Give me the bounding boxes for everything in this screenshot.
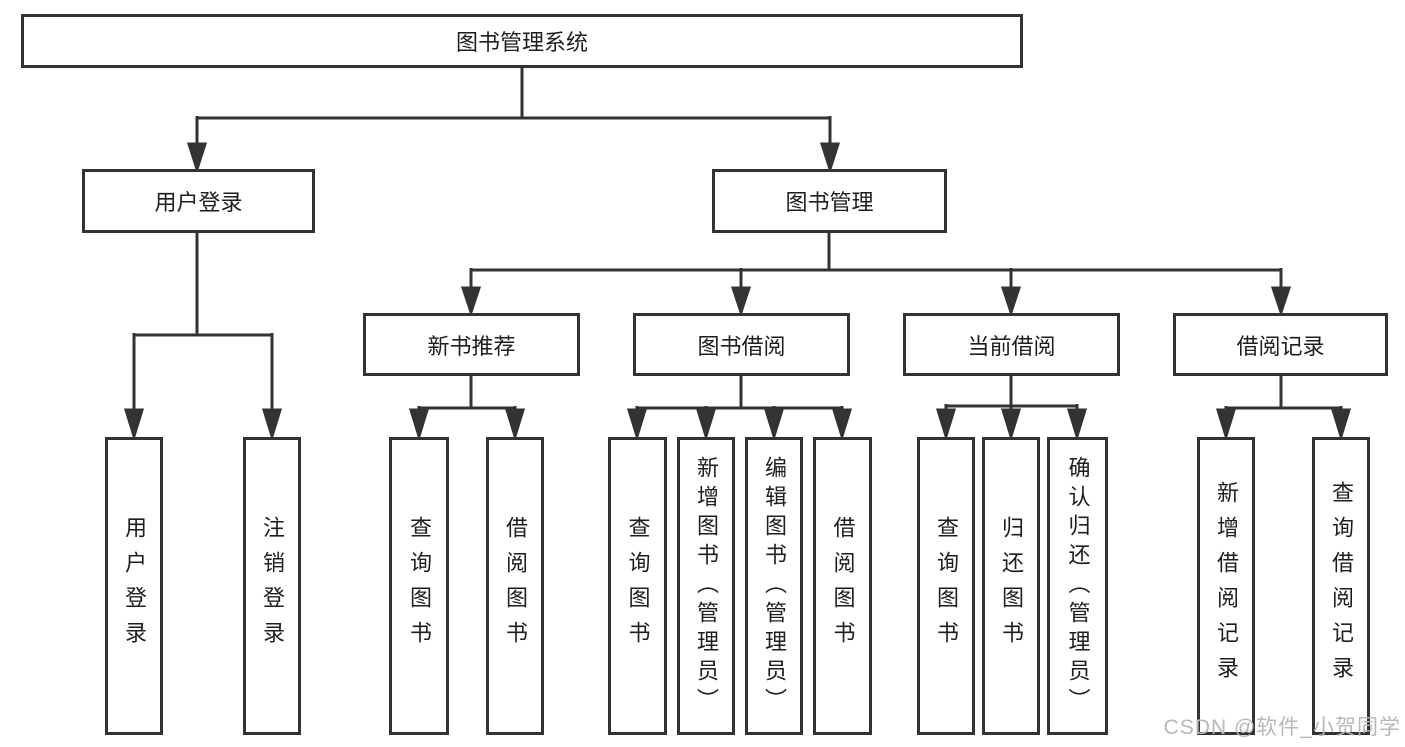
node-new-book-recommend: 新书推荐 — [363, 313, 580, 376]
leaf-bb-query-books: 查询图书 — [608, 437, 667, 735]
leaf-logout: 注销登录 — [243, 437, 301, 735]
leaf-br-query-record: 查询借阅记录 — [1312, 437, 1370, 735]
leaf-cb-confirm-return-admin: 确认归还（管理员） — [1047, 437, 1108, 735]
node-book-management-label: 图书管理 — [785, 190, 874, 215]
node-current-borrow-label: 当前借阅 — [967, 333, 1056, 359]
leaf-bb-edit-book-admin-label: 编辑图书（管理员） — [762, 455, 787, 717]
node-new-book-recommend-label: 新书推荐 — [427, 333, 516, 359]
leaf-bb-borrow-books-label: 借阅图书 — [830, 516, 856, 656]
leaf-nbr-borrow-books: 借阅图书 — [486, 437, 544, 735]
node-current-borrow: 当前借阅 — [903, 313, 1120, 376]
node-book-management: 图书管理 — [712, 169, 947, 233]
leaf-bb-edit-book-admin: 编辑图书（管理员） — [745, 437, 803, 735]
node-book-borrow-label: 图书借阅 — [697, 333, 786, 359]
node-borrow-records: 借阅记录 — [1173, 313, 1388, 376]
leaf-nbr-query-books: 查询图书 — [389, 437, 449, 735]
leaf-user-login: 用户登录 — [105, 437, 163, 735]
leaf-cb-confirm-return-admin-label: 确认归还（管理员） — [1065, 455, 1091, 717]
leaf-cb-query-books: 查询图书 — [917, 437, 975, 735]
leaf-bb-query-books-label: 查询图书 — [625, 516, 651, 656]
leaf-bb-add-book-admin-label: 新增图书（管理员） — [694, 455, 719, 717]
leaf-cb-return-books: 归还图书 — [982, 437, 1040, 735]
leaf-cb-return-books-label: 归还图书 — [999, 516, 1024, 656]
node-root: 图书管理系统 — [21, 14, 1023, 68]
leaf-nbr-query-books-label: 查询图书 — [407, 516, 432, 656]
leaf-bb-borrow-books: 借阅图书 — [813, 437, 872, 735]
leaf-bb-add-book-admin: 新增图书（管理员） — [677, 437, 735, 735]
leaf-nbr-borrow-books-label: 借阅图书 — [503, 516, 528, 656]
node-book-borrow: 图书借阅 — [633, 313, 850, 376]
leaf-br-add-record-label: 新增借阅记录 — [1214, 481, 1239, 691]
leaf-br-add-record: 新增借阅记录 — [1197, 437, 1255, 735]
node-root-label: 图书管理系统 — [455, 30, 588, 55]
leaf-user-login-label: 用户登录 — [122, 516, 147, 656]
node-user-login-label: 用户登录 — [154, 190, 243, 215]
leaf-logout-label: 注销登录 — [260, 516, 285, 656]
node-user-login: 用户登录 — [82, 169, 315, 233]
leaf-br-query-record-label: 查询借阅记录 — [1329, 481, 1354, 691]
csdn-watermark: CSDN @软件_小贺同学 — [1163, 716, 1401, 739]
leaf-cb-query-books-label: 查询图书 — [934, 516, 959, 656]
node-borrow-records-label: 借阅记录 — [1236, 333, 1325, 359]
